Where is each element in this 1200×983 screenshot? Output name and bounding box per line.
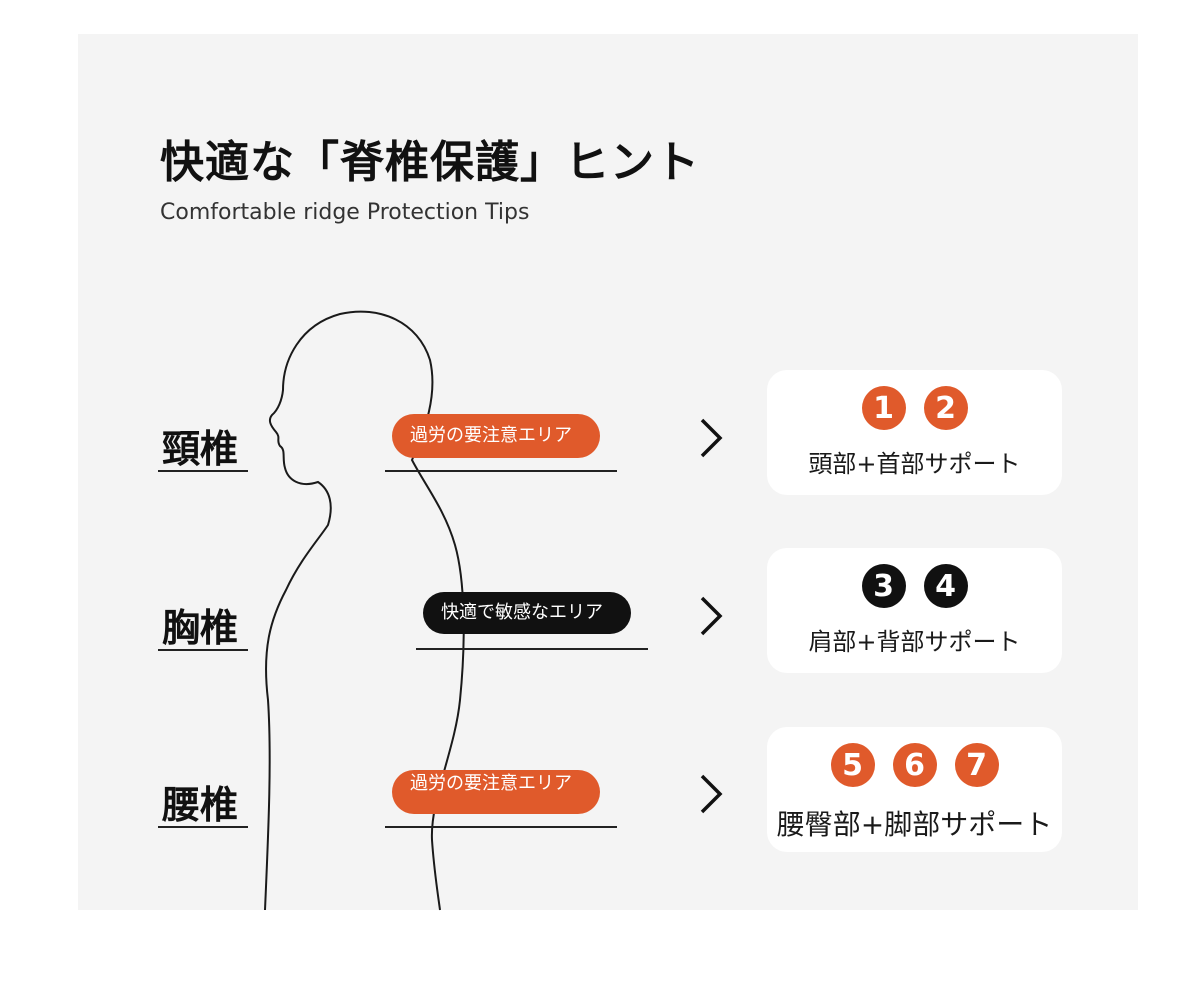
region-underline xyxy=(158,470,248,472)
region-label-cervical: 頸椎 xyxy=(162,427,239,471)
region-label-lumbar: 腰椎 xyxy=(162,783,239,827)
support-label: 肩部+背部サポート xyxy=(808,628,1021,656)
region-underline xyxy=(158,649,248,651)
support-label: 頭部+首部サポート xyxy=(808,450,1021,478)
number-badge: 1 xyxy=(861,386,906,430)
support-label: 腰臀部+脚部サポート xyxy=(776,808,1053,841)
tag-underline xyxy=(385,826,617,828)
tag-underline xyxy=(416,648,648,650)
page-subtitle: Comfortable ridge Protection Tips xyxy=(160,200,530,225)
badge-group: 5 6 7 xyxy=(767,743,1062,787)
number-badge: 5 xyxy=(830,743,875,787)
tag-underline xyxy=(385,470,617,472)
number-badge: 3 xyxy=(861,564,906,608)
number-badge: 6 xyxy=(892,743,937,787)
chevron-right-icon xyxy=(700,596,723,636)
support-card-hip-leg: 5 6 7 腰臀部+脚部サポート xyxy=(767,727,1062,852)
chevron-right-icon xyxy=(700,774,723,814)
number-badge: 4 xyxy=(923,564,968,608)
support-card-shoulder-back: 3 4 肩部+背部サポート xyxy=(767,548,1062,673)
region-label-thoracic: 胸椎 xyxy=(162,606,239,650)
badge-group: 1 2 xyxy=(767,386,1062,430)
page-title: 快適な「脊椎保護」ヒント xyxy=(160,137,700,188)
tag-pill-cervical: 過労の要注意エリア xyxy=(392,414,600,458)
chevron-right-icon xyxy=(700,418,723,458)
support-card-head-neck: 1 2 頭部+首部サポート xyxy=(767,370,1062,495)
badge-group: 3 4 xyxy=(767,564,1062,608)
number-badge: 7 xyxy=(954,743,999,787)
region-underline xyxy=(158,826,248,828)
number-badge: 2 xyxy=(923,386,968,430)
tag-pill-lumbar: 過労の要注意エリア xyxy=(392,770,600,814)
tag-pill-thoracic: 快適で敏感なエリア xyxy=(423,592,631,634)
